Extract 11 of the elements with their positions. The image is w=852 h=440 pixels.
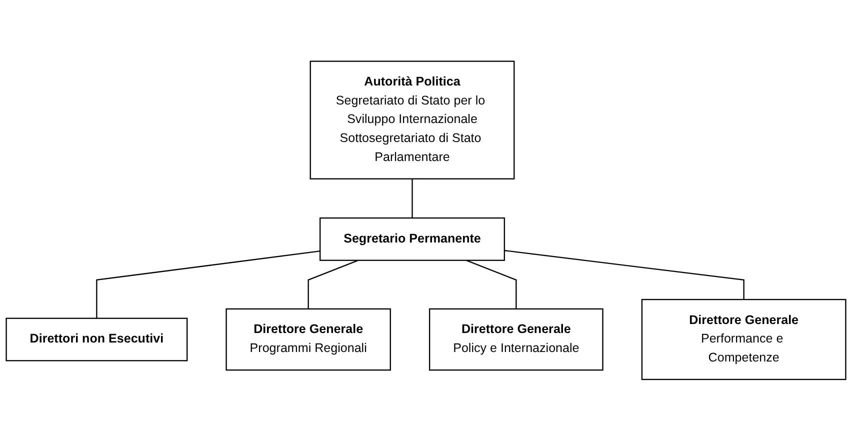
connector: [96, 250, 320, 318]
connector: [308, 259, 358, 309]
node-box: Direttore Generale Programmi Regionali: [226, 308, 391, 370]
connector: [504, 250, 744, 300]
connector: [412, 178, 413, 218]
node-box: Direttore Generale Policy e Internazionale: [428, 308, 604, 370]
node-box: Segretario Permanente: [320, 217, 505, 261]
node-box: Direttori non Esecutivi: [6, 317, 188, 361]
node-box: Autorità Politica Segretariato di Stato per lo Sviluppo Internazionale Sottosegretariato di Stato Parlamentare: [310, 60, 515, 180]
connector: [466, 259, 517, 309]
node-box: Direttore Generale Performance e Competenze: [641, 298, 846, 380]
